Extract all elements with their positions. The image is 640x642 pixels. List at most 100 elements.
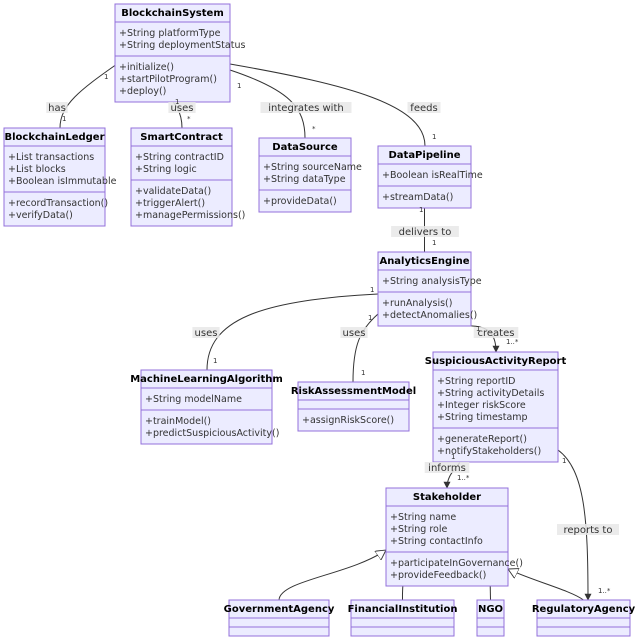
multiplicity-to: 1 [62, 115, 66, 123]
relation-association [206, 293, 379, 371]
relation-label-bg [260, 102, 352, 113]
multiplicity-to: 1 [361, 369, 365, 377]
multiplicity-to: 1 [432, 133, 436, 141]
class-name: SuspiciousActivityReport [425, 356, 567, 367]
multiplicity-from: 1 [175, 98, 179, 106]
class-attribute: +String activityDetails [437, 388, 544, 399]
relation-label-bg [340, 327, 368, 338]
multiplicity-from: 1 [104, 73, 108, 81]
class-method: +assignRiskScore() [302, 415, 394, 426]
class-method: +validateData() [135, 186, 211, 197]
class-attribute: +Boolean isImmutable [8, 176, 117, 187]
class-box [258, 137, 352, 213]
relation-label-bg [424, 462, 470, 473]
class-method: +generateReport() [437, 434, 527, 445]
class-method: +provideData() [263, 196, 337, 207]
class-name: BlockchainLedger [4, 132, 104, 143]
class-data-source: DataSource +String sourceName+String data… [258, 137, 362, 213]
class-analytics-engine: AnalyticsEngine +String analysisType +runA… [377, 251, 482, 327]
class-n-g-o: NGO [476, 599, 505, 637]
relation-label: has [48, 103, 66, 114]
multiplicity-from: 1 [451, 453, 455, 461]
class-attribute: +String reportID [437, 376, 515, 387]
multiplicity-to: * [312, 125, 316, 133]
class-attribute: +String platformType [119, 28, 221, 39]
class-attribute: +List blocks [8, 164, 66, 175]
multiplicity-from: 1 [562, 457, 566, 465]
class-attribute: +String role [390, 524, 447, 535]
multiplicity-to: * [187, 115, 191, 123]
class-method: +initialize() [119, 62, 174, 73]
class-machine-learning-algorithm: MachineLearningAlgorithm+String modelNam… [130, 369, 283, 445]
multiplicity-to: 1..* [457, 474, 470, 482]
class-box [297, 381, 410, 432]
multiplicity-from: 1 [370, 286, 374, 294]
class-stakeholder: Stakeholder+String name+String role+Stri… [385, 487, 523, 587]
relation-label: creates [478, 328, 515, 339]
relation-label: reports to [564, 525, 613, 536]
multiplicity-to: 1 [213, 357, 217, 365]
class-name: DataSource [272, 142, 338, 153]
multiplicity-from: 1 [419, 206, 423, 214]
relation-label: integrates with [268, 103, 343, 114]
relation-directed [557, 449, 592, 601]
class-method: +startPilotProgram() [119, 74, 217, 85]
class-box [114, 3, 231, 103]
class-method: +managePermissions() [135, 210, 245, 221]
class-method: +recordTransaction() [8, 198, 108, 209]
class-name: NGO [478, 604, 503, 615]
class-method: +trainModel() [145, 416, 211, 427]
class-risk-assessment-model: RiskAssessmentModel +assignRiskScore() [291, 381, 416, 432]
multiplicity-from: 1 [237, 82, 241, 90]
class-method: +provideFeedback() [390, 570, 486, 581]
class-box [377, 145, 472, 209]
relation-association [229, 69, 306, 139]
relation-label: uses [171, 103, 194, 114]
relations-layer [59, 63, 592, 601]
class-blockchain-system: BlockchainSystem+String platformType+Str… [114, 3, 245, 103]
class-box [140, 369, 273, 445]
class-attribute: +Boolean isRealTime [382, 170, 483, 181]
class-attribute: +String contactInfo [390, 536, 483, 547]
class-method: +triggerAlert() [135, 198, 205, 209]
class-box [3, 127, 106, 227]
class-name: AnalyticsEngine [379, 256, 469, 267]
class-name: DataPipeline [388, 150, 460, 161]
class-attribute: +String sourceName [263, 162, 362, 173]
multiplicity-to: 1 [432, 239, 436, 247]
multiplicity-from: 1 [476, 325, 480, 333]
class-government-agency: GovernmentAgency [224, 599, 335, 637]
relation-label-bg [407, 102, 441, 113]
class-blockchain-ledger: BlockchainLedger+List transactions+List … [3, 127, 117, 227]
relation-label-bg [473, 327, 519, 338]
class-attribute: +String timestamp [437, 412, 528, 423]
class-attribute: +String contractID [135, 152, 224, 163]
class-name: FinancialInstitution [348, 604, 458, 615]
relation-label-bg [192, 327, 220, 338]
class-name: GovernmentAgency [224, 604, 335, 615]
relation-label: informs [428, 463, 466, 474]
class-attribute: +String analysisType [382, 276, 482, 287]
relation-association [229, 63, 426, 147]
class-box [377, 251, 472, 327]
class-attribute: +String dataType [263, 174, 346, 185]
relation-label: uses [195, 328, 218, 339]
multiplicity-to: 1..* [506, 338, 519, 346]
class-box [385, 487, 509, 587]
class-name: RiskAssessmentModel [291, 386, 416, 397]
relation-label-bg [168, 102, 196, 113]
class-method: +participateInGovernance() [390, 558, 523, 569]
class-smart-contract: SmartContract+String contractID+String l… [130, 127, 245, 227]
relation-label-bg [46, 102, 68, 113]
multiplicity-from: 1 [368, 314, 372, 322]
class-method: +runAnalysis() [382, 298, 452, 309]
class-financial-institution: FinancialInstitution [348, 599, 458, 637]
class-regulatory-agency: RegulatoryAgency [532, 599, 636, 637]
relation-association [59, 63, 118, 129]
class-method: +detectAnomalies() [382, 310, 477, 321]
class-attribute: +String deploymentStatus [119, 40, 245, 51]
class-data-pipeline: DataPipeline+Boolean isRealTime+streamDa… [377, 145, 483, 209]
relation-association [352, 313, 379, 383]
